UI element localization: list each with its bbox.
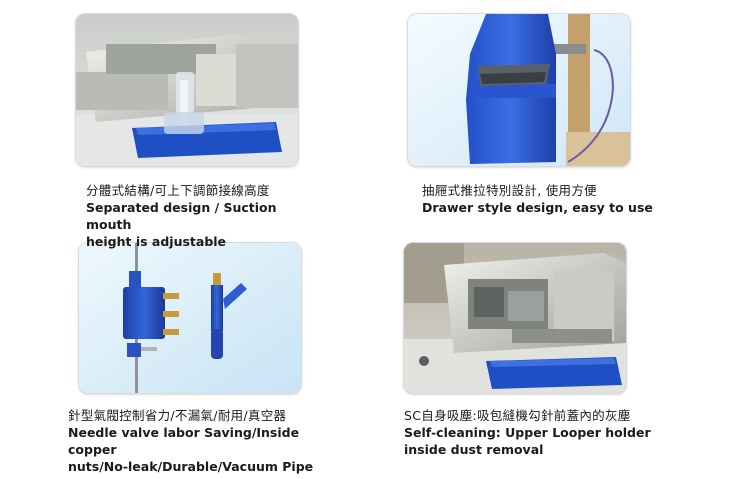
caption-en-line2: nuts/No-leak/Durable/Vacuum Pipe (68, 459, 314, 474)
drawer-bin-image (408, 14, 630, 166)
caption-zh: 抽屜式推拉特別設計, 使用方便 (422, 183, 597, 198)
photo-self-cleaning (404, 243, 626, 393)
caption-en-line1: Needle valve labor Saving/Inside copper (68, 425, 300, 457)
photo-drawer-style (408, 14, 630, 166)
caption-en-line1: Separated design / Suction mouth (86, 200, 277, 232)
caption-drawer-style: 抽屜式推拉特別設計, 使用方便 Drawer style design, eas… (422, 182, 672, 216)
sewing-machine-suction-image (76, 14, 298, 166)
photo-separated-design (76, 14, 298, 166)
needle-valve-image (79, 243, 301, 393)
caption-zh: SC自身吸塵:吸包縫機勾針前蓋內的灰塵 (404, 408, 631, 423)
looper-holder-image (404, 243, 626, 393)
photo-needle-valve (79, 243, 301, 393)
caption-en-line2: height is adjustable (86, 234, 227, 249)
caption-zh: 分體式結構/可上下調節接線高度 (86, 183, 270, 198)
caption-zh: 針型氣閥控制省力/不漏氣/耐用/真空器 (68, 408, 287, 423)
caption-self-cleaning: SC自身吸塵:吸包縫機勾針前蓋內的灰塵 Self-cleaning: Upper… (404, 407, 664, 458)
caption-en-line1: Self-cleaning: Upper Looper holder (404, 425, 651, 440)
caption-separated-design: 分體式結構/可上下調節接線高度 Separated design / Sucti… (86, 182, 326, 250)
caption-en-line1: Drawer style design, easy to use (422, 200, 653, 215)
caption-en-line2: inside dust removal (404, 442, 544, 457)
caption-needle-valve: 針型氣閥控制省力/不漏氣/耐用/真空器 Needle valve labor S… (68, 407, 328, 475)
